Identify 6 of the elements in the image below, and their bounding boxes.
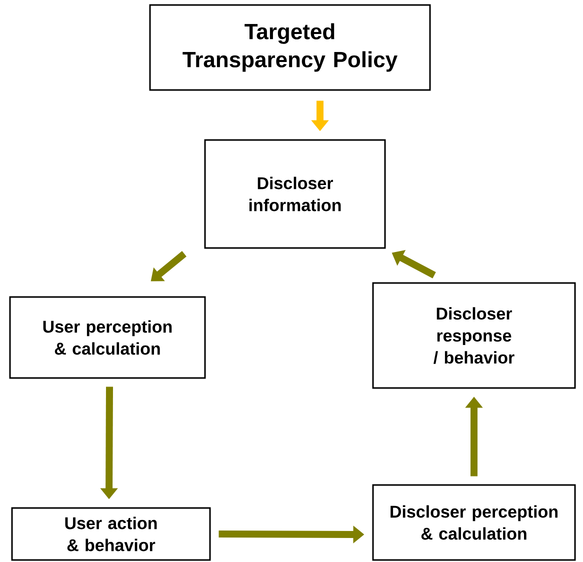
process-box: User perception & calculation (9, 296, 206, 379)
process-box: Discloser perception & calculation (372, 484, 576, 561)
process-box: User action & behavior (11, 507, 211, 561)
process-box: Discloser information (204, 139, 386, 249)
process-box: Discloser response / behavior (372, 282, 576, 389)
process-box: Targeted Transparency Policy (149, 4, 431, 91)
